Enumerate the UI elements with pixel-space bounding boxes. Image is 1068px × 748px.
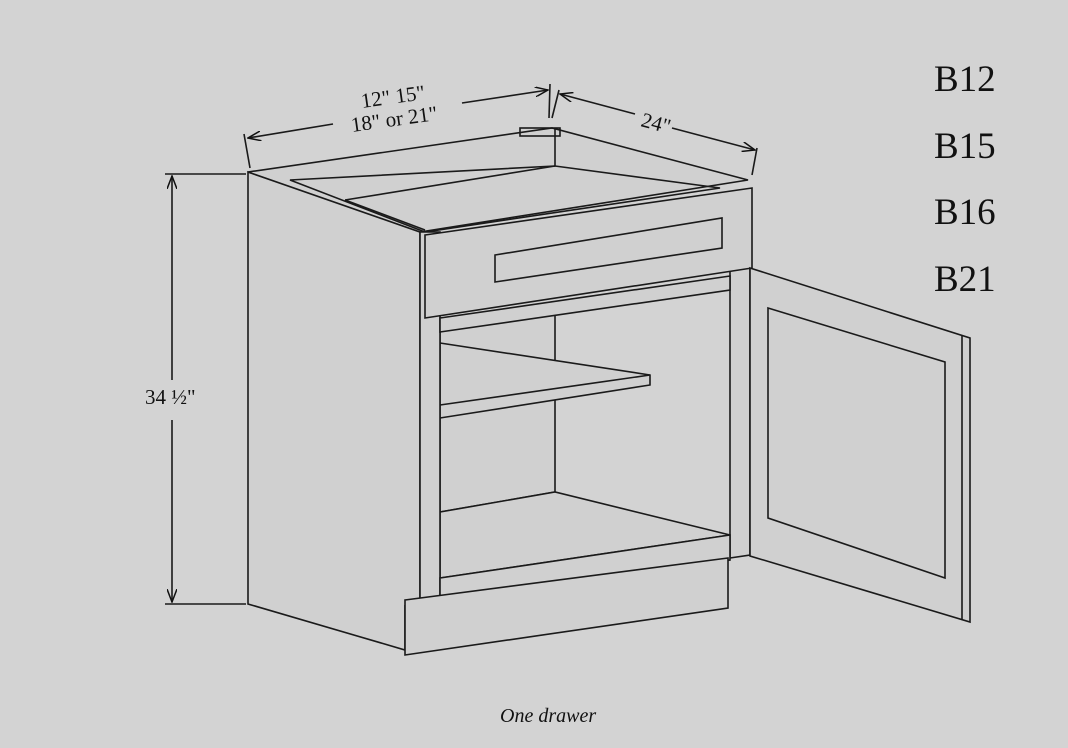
model-label: B12 <box>934 59 996 100</box>
height-label: 34 ½" <box>145 385 196 409</box>
height-dimension: 34 ½" <box>145 173 246 605</box>
caption: One drawer <box>500 705 596 727</box>
model-label: B21 <box>934 259 996 300</box>
model-label: B15 <box>934 126 996 167</box>
depth-label: 24" <box>639 108 674 139</box>
model-label: B16 <box>934 192 996 233</box>
model-list: B12 B15 B16 B21 <box>934 59 996 300</box>
cabinet-drawing <box>247 127 971 656</box>
